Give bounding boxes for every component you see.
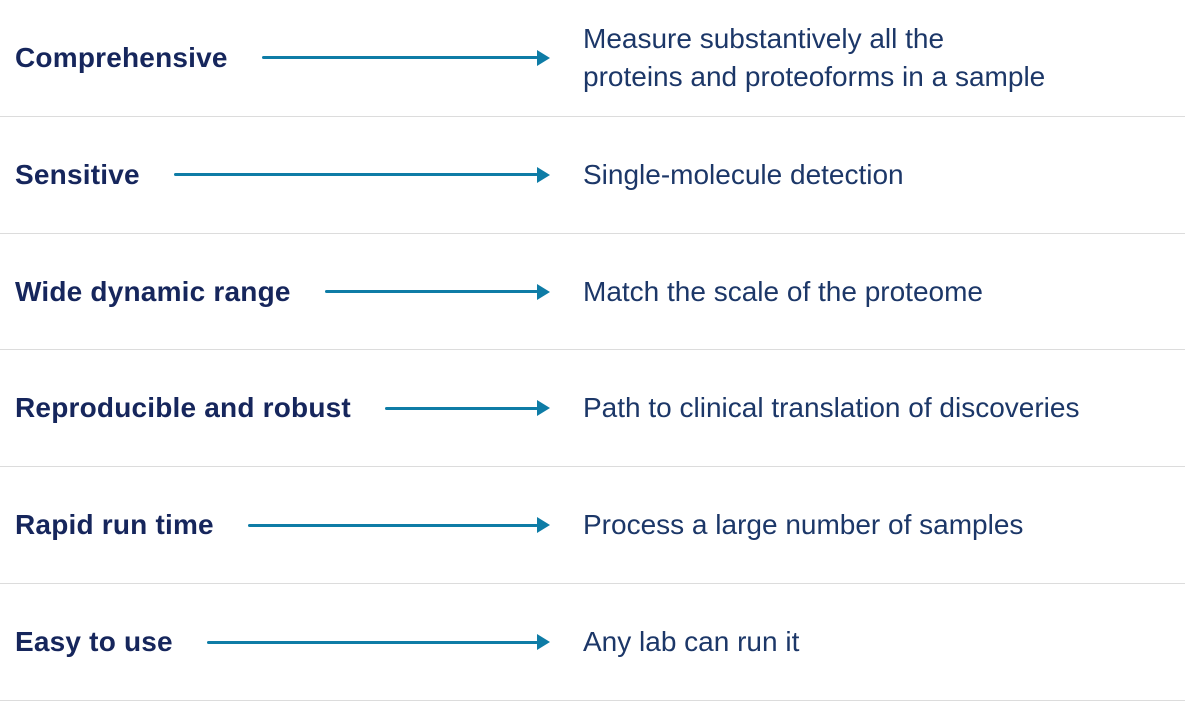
row-left-section: Sensitive: [0, 159, 583, 191]
feature-description: Single-molecule detection: [583, 158, 904, 190]
arrow-right-icon: [384, 400, 550, 417]
feature-label: Rapid run time: [15, 509, 214, 541]
feature-description: Measure substantively all the proteins a…: [583, 22, 1046, 92]
row-reproducible-and-robust: Reproducible and robust Path to clinical…: [0, 350, 1185, 468]
row-rapid-run-time: Rapid run time Process a large number of…: [0, 467, 1185, 585]
arrow-right-icon: [173, 166, 550, 183]
arrow-right-icon: [261, 49, 550, 66]
arrow-shaft: [206, 640, 538, 644]
row-easy-to-use: Easy to use Any lab can run it: [0, 584, 1185, 701]
feature-label: Wide dynamic range: [15, 275, 291, 307]
feature-description: Path to clinical translation of discover…: [583, 392, 1080, 424]
arrow-shaft: [247, 523, 538, 527]
arrow-head: [537, 400, 550, 417]
arrow-right-icon: [206, 634, 550, 651]
row-sensitive: Sensitive Single-molecule detection: [0, 117, 1185, 234]
arrow-head: [537, 49, 550, 66]
arrow-head: [537, 283, 550, 300]
feature-description: Any lab can run it: [583, 626, 800, 658]
arrow-right-icon: [247, 517, 550, 534]
arrow-head: [537, 634, 550, 651]
row-wide-dynamic-range: Wide dynamic range Match the scale of th…: [0, 234, 1185, 351]
arrow-shaft: [324, 290, 538, 294]
row-comprehensive: Comprehensive Measure substantively all …: [0, 0, 1185, 117]
feature-description: Process a large number of samples: [583, 509, 1024, 541]
arrow-right-icon: [324, 283, 550, 300]
row-left-section: Comprehensive: [0, 42, 583, 74]
arrow-shaft: [261, 56, 538, 60]
feature-label: Comprehensive: [15, 41, 228, 73]
arrow-head: [537, 166, 550, 183]
feature-label: Easy to use: [15, 626, 173, 658]
row-left-section: Easy to use: [0, 626, 583, 658]
arrow-shaft: [173, 173, 538, 177]
feature-label: Reproducible and robust: [15, 392, 351, 424]
arrow-shaft: [384, 406, 538, 410]
feature-label: Sensitive: [15, 158, 140, 190]
feature-description: Match the scale of the proteome: [583, 275, 983, 307]
row-left-section: Wide dynamic range: [0, 276, 583, 308]
row-left-section: Reproducible and robust: [0, 392, 583, 424]
row-left-section: Rapid run time: [0, 509, 583, 541]
arrow-head: [537, 517, 550, 534]
